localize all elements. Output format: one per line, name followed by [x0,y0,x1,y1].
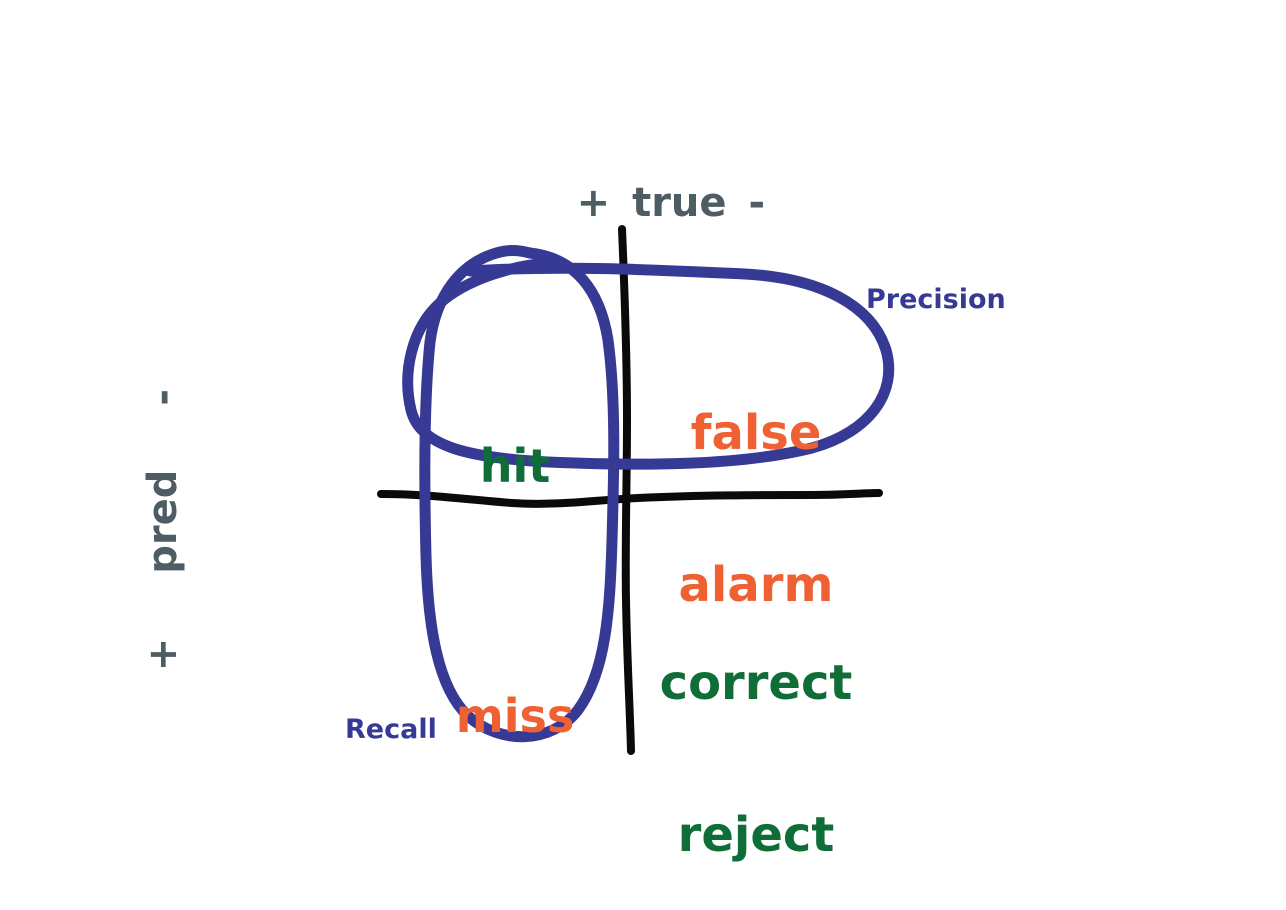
column-axis-header: + true- [0,143,1286,263]
precision-loop [402,257,895,470]
cell-correct-reject: correct reject [637,556,875,910]
vertical-axis-line [618,225,635,755]
cell-correct-reject-label-line2: reject [677,807,835,864]
cell-false-alarm-label-line1: false [690,404,822,461]
column-axis-positive-sign: + [576,180,611,226]
horizontal-axis-line [377,489,883,508]
cell-false-alarm-label-line2: alarm [678,557,834,614]
cell-miss: miss [405,594,625,838]
column-axis-negative-sign: - [748,180,766,226]
row-axis-header: + pred - [103,108,223,910]
cell-correct-reject-label-line1: correct [659,654,853,711]
cell-miss-label: miss [455,688,575,743]
annotation-label-precision: Precision [866,284,1006,315]
row-axis-negative-sign: - [140,389,186,406]
row-axis-label: pred [140,469,186,574]
recall-loop [419,244,620,743]
cell-hit: hit [405,344,625,588]
row-axis-positive-sign: + [140,637,186,672]
column-axis-label: true [632,180,727,226]
annotation-label-recall: Recall [345,714,437,745]
cell-false-alarm: false alarm [637,306,875,713]
cell-hit-label: hit [479,438,551,493]
